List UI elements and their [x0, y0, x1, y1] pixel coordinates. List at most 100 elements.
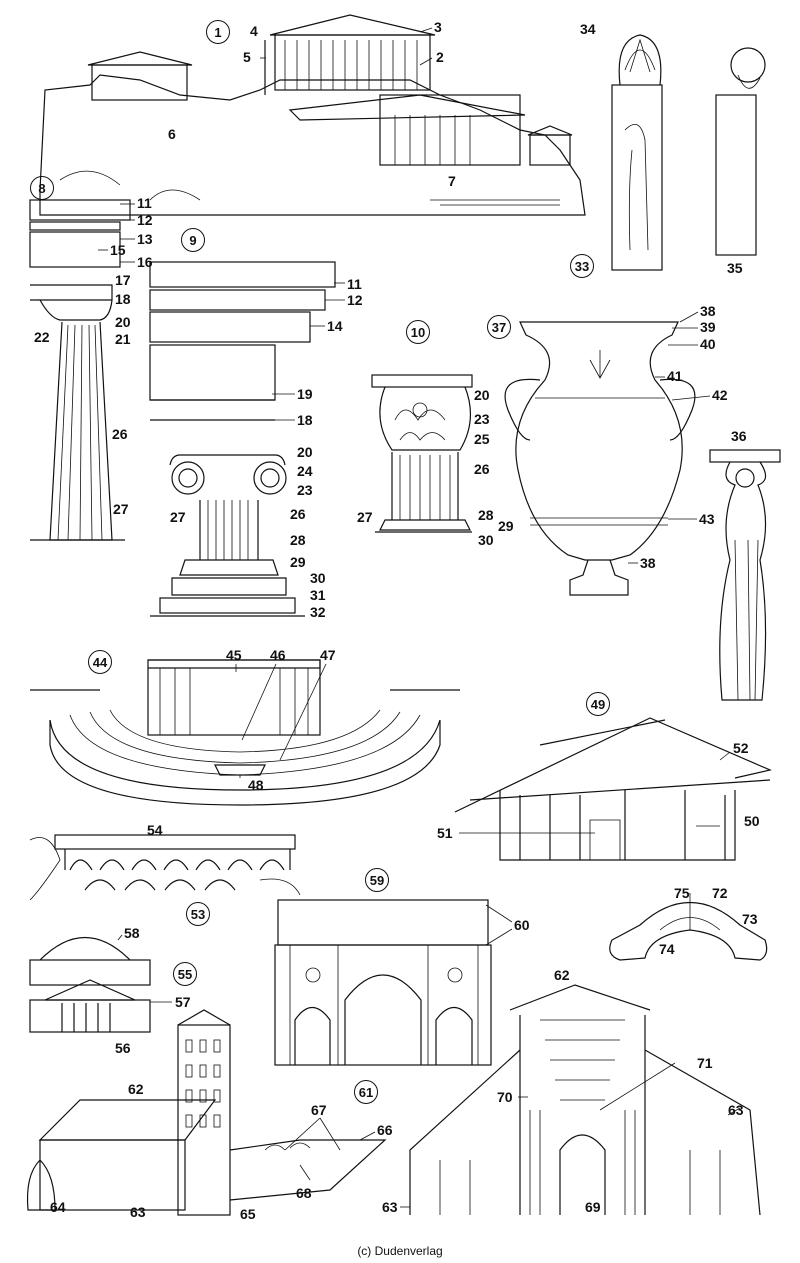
label-5: 5 [243, 49, 251, 65]
label-36: 36 [731, 428, 747, 444]
label-71: 71 [697, 1055, 713, 1071]
label-57: 57 [175, 994, 191, 1010]
label-14: 14 [327, 318, 343, 334]
label-27-ionic: 27 [170, 509, 186, 525]
label-52: 52 [733, 740, 749, 756]
label-27: 27 [113, 501, 129, 517]
label-60: 60 [514, 917, 530, 933]
label-26: 26 [290, 506, 306, 522]
label-20: 20 [115, 314, 131, 330]
label-43: 43 [699, 511, 715, 527]
label-23: 23 [297, 482, 313, 498]
vault-drawing [609, 893, 768, 961]
label-56: 56 [115, 1040, 131, 1056]
label-28: 28 [478, 507, 494, 523]
label-74: 74 [659, 941, 675, 957]
caryatid-drawing [709, 449, 781, 701]
label-40: 40 [700, 336, 716, 352]
label-38: 38 [700, 303, 716, 319]
label-62: 62 [128, 1081, 144, 1097]
triumphal-arch-drawing [274, 899, 492, 1066]
label-23: 23 [474, 411, 490, 427]
label-28: 28 [290, 532, 306, 548]
label-45: 45 [226, 647, 242, 663]
label-65: 65 [240, 1206, 256, 1222]
grave-stele-drawing [611, 34, 663, 271]
label-54: 54 [147, 822, 163, 838]
label-42: 42 [712, 387, 728, 403]
label-63: 63 [728, 1102, 744, 1118]
label-58: 58 [124, 925, 140, 941]
label-47: 47 [320, 647, 336, 663]
label-63: 63 [130, 1204, 146, 1220]
label-19: 19 [297, 386, 313, 402]
label-2: 2 [436, 49, 444, 65]
label-12: 12 [137, 212, 153, 228]
label-11: 11 [347, 276, 362, 292]
label-31: 31 [310, 587, 326, 603]
figure-number-10: 10 [406, 320, 430, 344]
label-15: 15 [110, 242, 126, 258]
figure-number-1: 1 [206, 20, 230, 44]
label-30: 30 [478, 532, 494, 548]
label-26: 26 [474, 461, 490, 477]
figure-number-55: 55 [173, 962, 197, 986]
label-26: 26 [112, 426, 128, 442]
pantheon-drawing [29, 937, 151, 1033]
label-24: 24 [297, 463, 313, 479]
label-21: 21 [115, 331, 131, 347]
label-72: 72 [712, 885, 728, 901]
figure-number-61: 61 [354, 1080, 378, 1104]
label-22: 22 [34, 329, 50, 345]
label-16: 16 [137, 254, 153, 270]
figure-number-53: 53 [186, 902, 210, 926]
label-64: 64 [50, 1199, 66, 1215]
label-20: 20 [297, 444, 313, 460]
label-69: 69 [585, 1199, 601, 1215]
label-63: 63 [382, 1199, 398, 1215]
figure-number-59: 59 [365, 868, 389, 892]
copyright-credit: (c) Dudenverlag [357, 1244, 443, 1258]
label-25: 25 [474, 431, 490, 447]
label-38: 38 [640, 555, 656, 571]
label-27: 27 [357, 509, 373, 525]
label-46: 46 [270, 647, 286, 663]
theatre-drawing [30, 659, 460, 806]
label-75: 75 [674, 885, 690, 901]
label-41: 41 [667, 368, 683, 384]
label-70: 70 [497, 1089, 513, 1105]
label-4: 4 [250, 23, 258, 39]
label-30: 30 [310, 570, 326, 586]
label-18: 18 [297, 412, 313, 428]
acropolis-drawing [39, 14, 586, 216]
doric-order-drawing [29, 199, 131, 541]
label-29: 29 [290, 554, 306, 570]
label-12: 12 [347, 292, 363, 308]
label-39: 39 [700, 319, 716, 335]
label-13: 13 [137, 231, 153, 247]
figure-number-33: 33 [570, 254, 594, 278]
vase-drawing [504, 321, 696, 596]
herm-drawing [715, 47, 766, 256]
label-3: 3 [434, 19, 442, 35]
figure-number-8: 8 [30, 176, 54, 200]
basilica-drawing [409, 984, 761, 1216]
figure-number-37: 37 [487, 315, 511, 339]
timber-hall-drawing [454, 717, 772, 861]
label-11: 11 [137, 195, 152, 211]
label-20: 20 [474, 387, 490, 403]
label-67: 67 [311, 1102, 327, 1118]
label-17: 17 [115, 272, 131, 288]
ionic-order-drawing [149, 261, 336, 617]
label-7: 7 [448, 173, 456, 189]
figure-number-44: 44 [88, 650, 112, 674]
figure-number-9: 9 [181, 228, 205, 252]
label-34: 34 [580, 21, 596, 37]
label-6: 6 [168, 126, 176, 142]
label-50: 50 [744, 813, 760, 829]
label-35: 35 [727, 260, 743, 276]
romanesque-church-drawing [26, 1009, 387, 1216]
label-32: 32 [310, 604, 326, 620]
